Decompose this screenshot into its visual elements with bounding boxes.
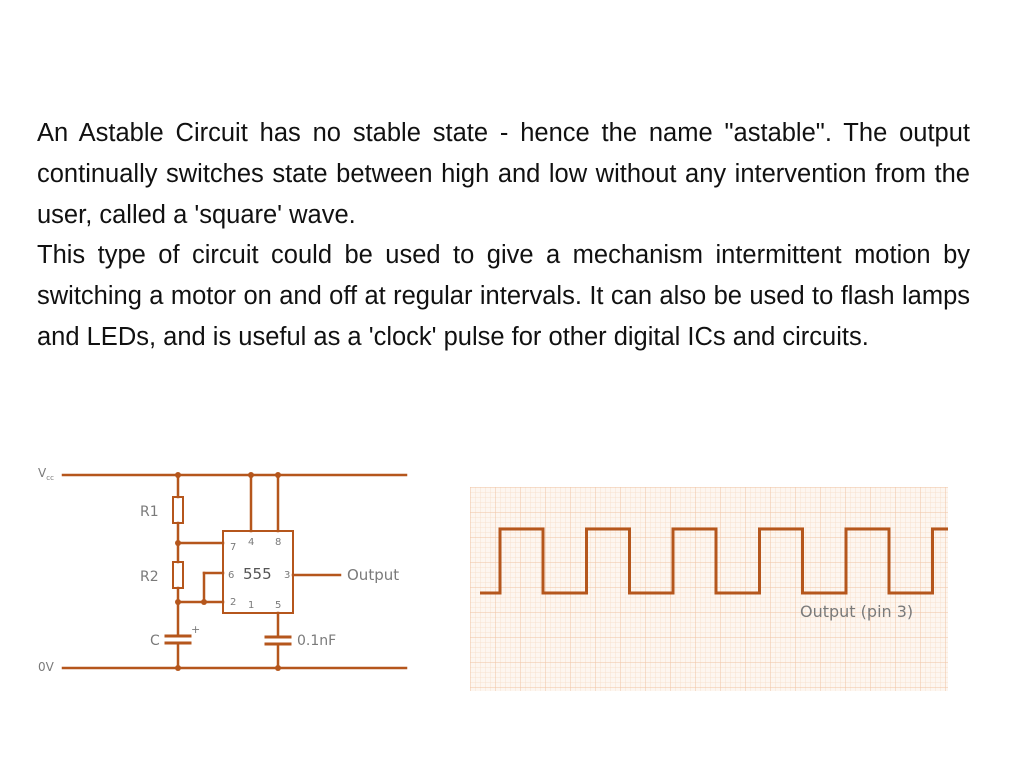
cap2-label: 0.1nF bbox=[297, 633, 336, 649]
ic-555 bbox=[222, 530, 294, 614]
pin-6: 6 bbox=[228, 570, 234, 581]
paragraph-2: This type of circuit could be used to gi… bbox=[37, 241, 970, 351]
pin-8: 8 bbox=[275, 537, 281, 548]
waveform-label: Output (pin 3) bbox=[800, 602, 913, 621]
r1-label: R1 bbox=[140, 504, 159, 520]
c-label: C bbox=[150, 633, 160, 649]
grid-lines bbox=[470, 487, 948, 691]
r2-label: R2 bbox=[140, 569, 159, 585]
output-label: Output bbox=[347, 566, 399, 584]
square-wave bbox=[480, 527, 948, 595]
pin-2: 2 bbox=[230, 597, 236, 608]
pin-5: 5 bbox=[275, 600, 281, 611]
slide-text: An Astable Circuit has no stable state -… bbox=[37, 113, 970, 358]
pin-3: 3 bbox=[284, 570, 290, 581]
paragraph-1: An Astable Circuit has no stable state -… bbox=[37, 119, 970, 229]
resistor-r2 bbox=[172, 561, 184, 589]
astable-circuit-diagram: Vcc 0V R1 R2 C + 555 7 4 8 6 3 2 1 5 0.1… bbox=[38, 466, 408, 674]
vcc-label: Vcc bbox=[38, 466, 54, 482]
resistor-r1 bbox=[172, 496, 184, 524]
square-wave-chart: Output (pin 3) bbox=[470, 487, 948, 691]
pin-1: 1 bbox=[248, 600, 254, 611]
pin-7: 7 bbox=[230, 542, 236, 553]
c-polarity-label: + bbox=[191, 623, 200, 636]
chip-label: 555 bbox=[243, 565, 272, 583]
ground-label: 0V bbox=[38, 660, 55, 674]
pin-4: 4 bbox=[248, 537, 254, 548]
